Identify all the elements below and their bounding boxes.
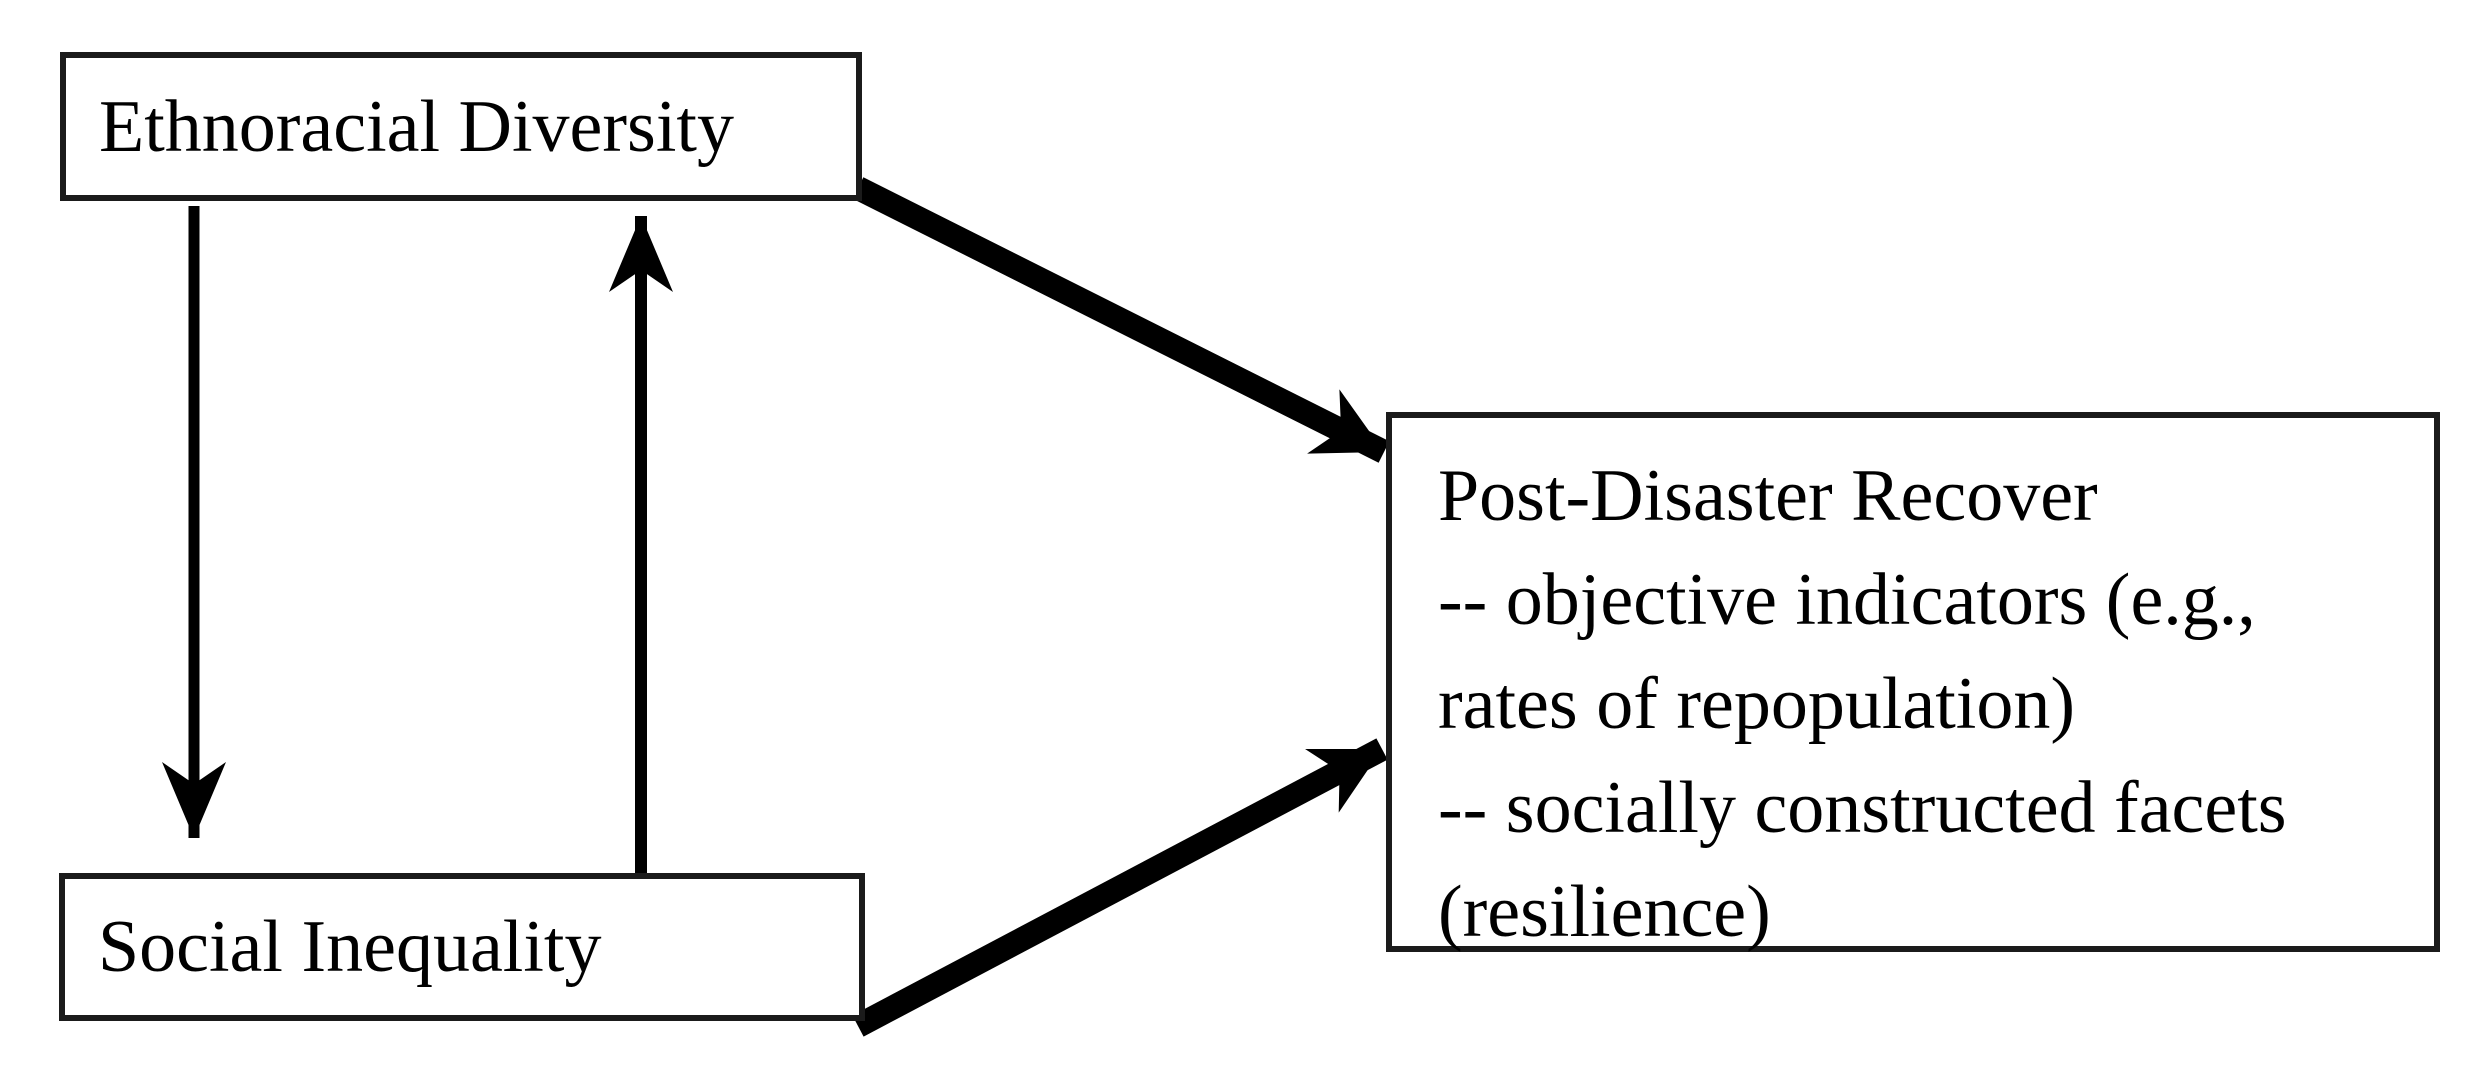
node-ethnoracial-diversity: Ethnoracial Diversity xyxy=(60,52,862,201)
recovery-title-line: Post-Disaster Recover xyxy=(1438,455,2098,537)
arrow-inequality-to-recovery xyxy=(852,738,1388,1037)
recovery-repopulation-line: rates of repopulation) xyxy=(1438,663,2075,745)
recovery-objective-line: -- objective indicators (e.g., xyxy=(1438,559,2256,641)
recovery-resilience-line: (resilience) xyxy=(1438,871,1771,953)
arrow-diversity-to-recovery xyxy=(852,177,1390,463)
recovery-social-facets-line: -- socially constructed facets xyxy=(1438,767,2287,849)
node-post-disaster-recovery: Post-Disaster Recover -- objective indic… xyxy=(1386,412,2440,953)
social-inequality-label: Social Inequality xyxy=(98,906,602,988)
node-social-inequality: Social Inequality xyxy=(59,873,865,1021)
ethnoracial-diversity-label: Ethnoracial Diversity xyxy=(99,85,734,168)
